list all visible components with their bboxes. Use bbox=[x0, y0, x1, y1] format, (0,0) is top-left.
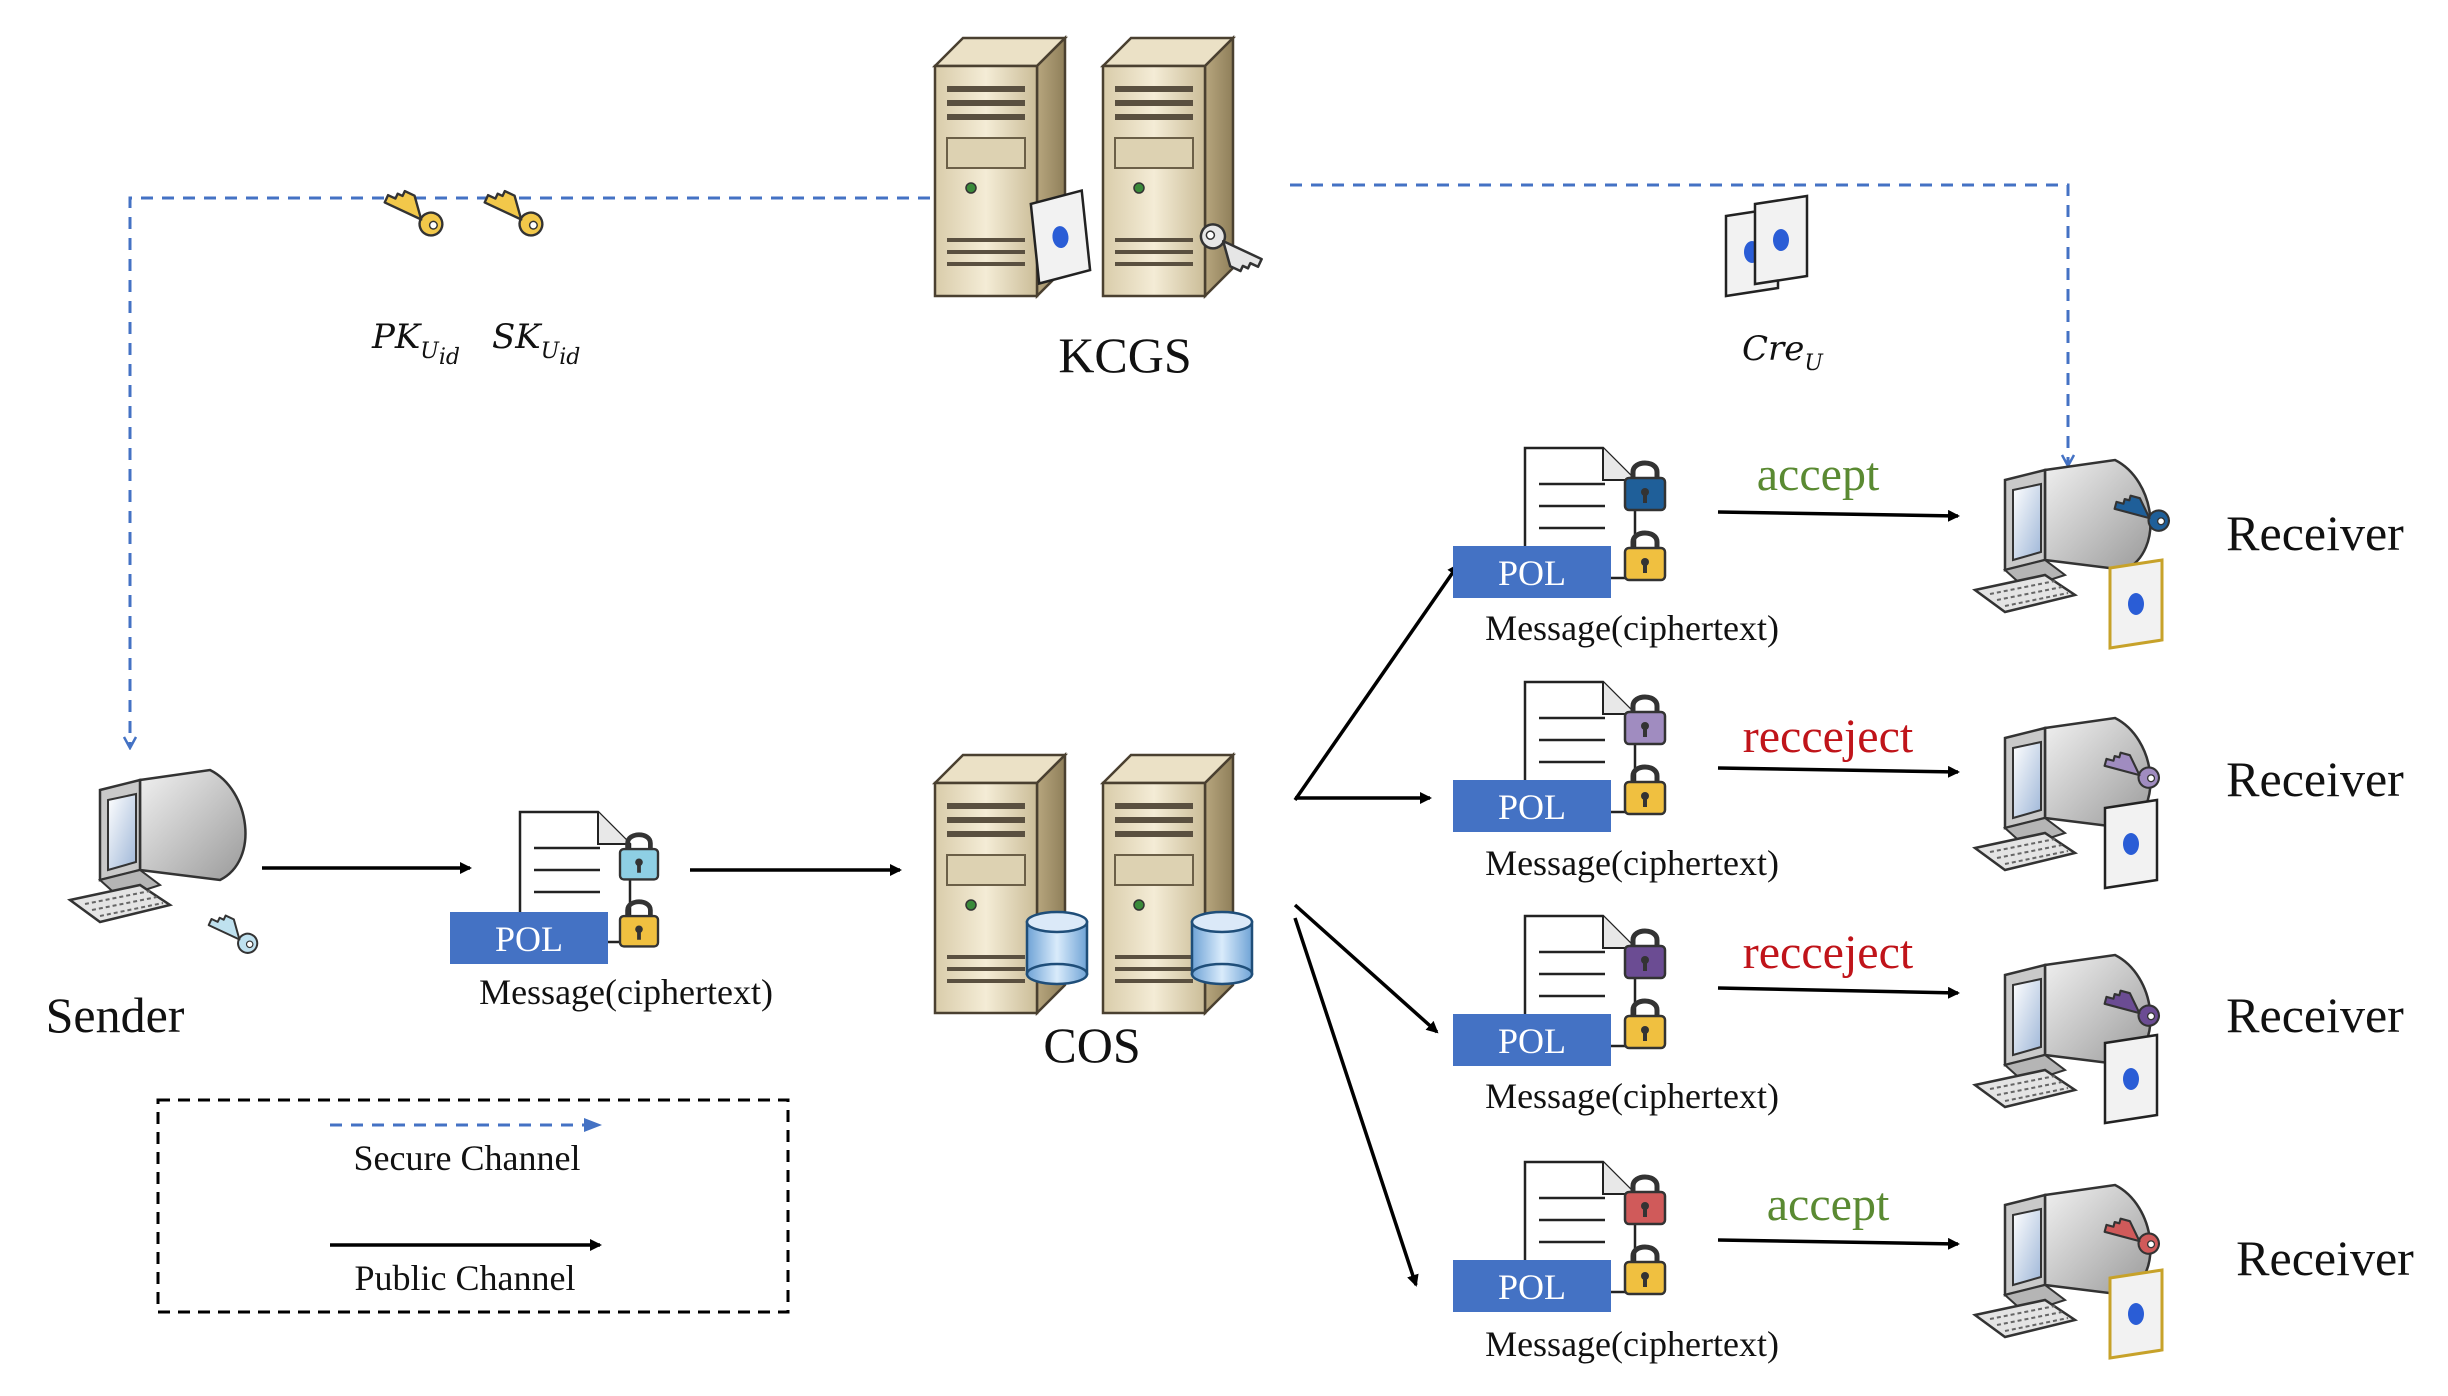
policy-box bbox=[1453, 1260, 1611, 1312]
svg-text:POL: POL bbox=[1498, 553, 1566, 593]
receiver-label: Receiver bbox=[2226, 751, 2404, 807]
status-label: accept bbox=[1757, 448, 1880, 501]
receiver-label: Receiver bbox=[2226, 987, 2404, 1043]
credential-icon bbox=[1724, 194, 1809, 298]
message-caption: Message(ciphertext) bbox=[1485, 1324, 1779, 1364]
secret-key-icon bbox=[481, 179, 547, 249]
policy-box bbox=[1453, 546, 1611, 598]
credential-card-icon bbox=[2103, 798, 2159, 890]
secure-channel-to-sender bbox=[130, 196, 930, 748]
receiver-label: Receiver bbox=[2226, 505, 2404, 561]
public-key-label: PKUid bbox=[371, 317, 460, 370]
svg-text:POL: POL bbox=[1498, 787, 1566, 827]
credential-label: CreU bbox=[1742, 329, 1824, 376]
route-3: POL Message(ciphertext) recceject Receiv… bbox=[1453, 914, 2404, 1125]
secure-channel-to-receiver bbox=[1290, 183, 2068, 466]
policy-lock-icon bbox=[1625, 931, 1665, 978]
policy-lock-icon bbox=[1625, 463, 1665, 510]
svg-text:POL: POL bbox=[1498, 1267, 1566, 1307]
svg-text:POL: POL bbox=[495, 919, 563, 959]
legend-secure-label: Secure Channel bbox=[354, 1138, 581, 1178]
route-1: POL Message(ciphertext) accept Receiver bbox=[1453, 446, 2404, 650]
sender-computer bbox=[68, 768, 247, 924]
receiver-label: Receiver bbox=[2236, 1230, 2414, 1286]
route-2: POL Message(ciphertext) recceject Receiv… bbox=[1453, 680, 2404, 890]
message-document: POL bbox=[1453, 446, 1665, 598]
svg-text:POL: POL bbox=[1498, 1021, 1566, 1061]
message-document: POL bbox=[1453, 1160, 1665, 1312]
public-key-icon bbox=[381, 179, 447, 249]
policy-lock-icon bbox=[1625, 697, 1665, 744]
distribution-arrows bbox=[1293, 563, 1460, 1287]
policy-box bbox=[450, 912, 608, 964]
sender-label: Sender bbox=[46, 987, 185, 1043]
kcgs-label: KCGS bbox=[1058, 327, 1191, 383]
status-label: accept bbox=[1767, 1178, 1890, 1231]
legend: Secure Channel Public Channel bbox=[156, 1098, 790, 1314]
public-arrow bbox=[1717, 509, 1960, 522]
status-label: recceject bbox=[1743, 926, 1914, 979]
credential-card-icon bbox=[2108, 1268, 2164, 1360]
message-caption: Message(ciphertext) bbox=[1485, 608, 1779, 648]
secret-key-label: SKUid bbox=[492, 317, 580, 370]
policy-box bbox=[1453, 1014, 1611, 1066]
credential-card-icon bbox=[2103, 1033, 2159, 1125]
public-arrow bbox=[1717, 1237, 1960, 1250]
gold-lock-icon bbox=[1625, 533, 1665, 580]
gold-lock-icon bbox=[1625, 1001, 1665, 1048]
kcgs-server bbox=[933, 36, 1265, 298]
status-label: recceject bbox=[1743, 710, 1914, 763]
database-icon bbox=[1190, 910, 1254, 986]
sender-message-caption: Message(ciphertext) bbox=[479, 972, 773, 1012]
message-caption: Message(ciphertext) bbox=[1485, 1076, 1779, 1116]
policy-box bbox=[1453, 780, 1611, 832]
legend-public-label: Public Channel bbox=[355, 1258, 576, 1298]
sender-key-icon bbox=[206, 905, 261, 964]
credential-card-icon bbox=[1028, 189, 1093, 285]
route-4: POL Message(ciphertext) accept Receiver bbox=[1453, 1160, 2414, 1364]
sender-message-document: POL bbox=[450, 810, 658, 964]
public-arrow bbox=[1717, 986, 1960, 999]
database-icon bbox=[1025, 910, 1089, 986]
gold-lock-icon bbox=[1625, 1247, 1665, 1294]
credential-card-icon bbox=[2108, 558, 2164, 650]
policy-lock-icon bbox=[1625, 1177, 1665, 1224]
public-arrow bbox=[1717, 765, 1960, 778]
cos-label: COS bbox=[1043, 1017, 1140, 1073]
cos-server bbox=[933, 753, 1254, 1015]
blue-lock-icon bbox=[620, 835, 658, 880]
gold-lock-icon bbox=[1625, 767, 1665, 814]
message-document: POL bbox=[1453, 914, 1665, 1066]
message-document: POL bbox=[1453, 680, 1665, 832]
message-caption: Message(ciphertext) bbox=[1485, 843, 1779, 883]
gold-lock-icon bbox=[620, 902, 658, 947]
